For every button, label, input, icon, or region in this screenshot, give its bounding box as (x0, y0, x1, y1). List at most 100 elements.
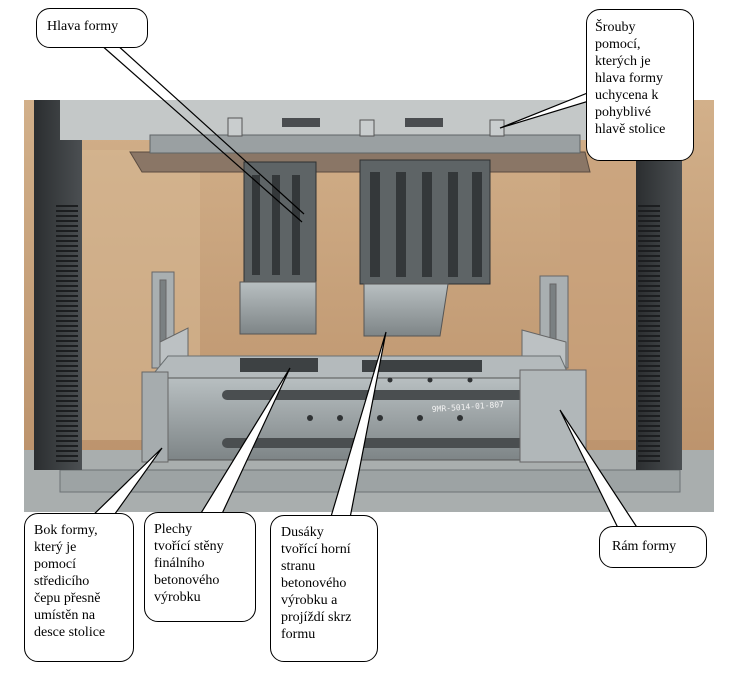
column-rib (56, 305, 78, 307)
column-rib (56, 415, 78, 417)
column-rib (638, 295, 660, 297)
column-rib (638, 445, 660, 447)
column-rib (638, 360, 660, 362)
column-rib (638, 250, 660, 252)
column-rib (56, 260, 78, 262)
column-rib (638, 400, 660, 402)
column-rib (56, 220, 78, 222)
column-rib (56, 370, 78, 372)
mould-holes (307, 377, 473, 421)
column-rib (638, 450, 660, 452)
column-rib (638, 275, 660, 277)
column-rib (638, 285, 660, 287)
column-rib (56, 440, 78, 442)
column-rib (56, 205, 78, 207)
column-rib (638, 265, 660, 267)
column-rib (56, 375, 78, 377)
column-rib (638, 355, 660, 357)
mould-top-face (148, 355, 571, 379)
column-rib (638, 230, 660, 232)
left-rammer (239, 281, 317, 335)
column-rib (56, 400, 78, 402)
column-rib (56, 335, 78, 337)
column-rib (638, 315, 660, 317)
column-rib (56, 280, 78, 282)
column-rib (638, 220, 660, 222)
column-rib (56, 225, 78, 227)
column-rib (56, 365, 78, 367)
column-rib (638, 350, 660, 352)
beam-slot-2 (405, 118, 443, 127)
column-rib (638, 330, 660, 332)
column-rib (638, 260, 660, 262)
column-rib (638, 370, 660, 372)
column-rib (638, 365, 660, 367)
column-rib (56, 310, 78, 312)
callout-bok-formy: Bok formy, který je pomocí středicího če… (24, 513, 134, 662)
column-rib (56, 390, 78, 392)
beam-slot-1 (282, 118, 320, 127)
mould-cavity-right (362, 360, 482, 372)
column-rib (638, 440, 660, 442)
column-rib (638, 425, 660, 427)
column-rib (638, 300, 660, 302)
mould-frame-right (519, 369, 587, 463)
column-rib (638, 420, 660, 422)
column-rib (56, 425, 78, 427)
left-head-ribs (252, 175, 300, 275)
column-rib (56, 270, 78, 272)
mould-cavity-left (240, 358, 318, 372)
column-rib (638, 340, 660, 342)
column-rib (56, 350, 78, 352)
column-rib (638, 205, 660, 207)
column-rib (638, 210, 660, 212)
callout-hlava-formy: Hlava formy (36, 8, 148, 48)
column-rib (638, 215, 660, 217)
column-rib (638, 305, 660, 307)
callout-plechy: Plechy tvořící stěny finálního betonovéh… (144, 512, 256, 622)
column-rib (638, 410, 660, 412)
column-rib (638, 405, 660, 407)
column-rib (638, 395, 660, 397)
column-rib (56, 320, 78, 322)
column-rib (56, 230, 78, 232)
column-rib (638, 380, 660, 382)
column-rib (638, 375, 660, 377)
callout-dusaky: Dusáky tvořící horní stranu betonového v… (270, 515, 378, 662)
column-rib (56, 380, 78, 382)
column-rib (56, 395, 78, 397)
column-rib (56, 245, 78, 247)
column-rib (638, 455, 660, 457)
column-rib (56, 405, 78, 407)
column-rib (638, 390, 660, 392)
column-rib (638, 310, 660, 312)
column-rib (56, 385, 78, 387)
column-rib (638, 235, 660, 237)
mould-slot-upper (222, 390, 532, 400)
column-rib (56, 410, 78, 412)
column-rib (56, 445, 78, 447)
column-rib (56, 275, 78, 277)
column-rib (638, 320, 660, 322)
left-column-ribs (56, 205, 78, 462)
column-rib (638, 225, 660, 227)
column-rib (56, 420, 78, 422)
column-rib (638, 255, 660, 257)
column-rib (638, 415, 660, 417)
column-rib (56, 255, 78, 257)
column-rib (56, 345, 78, 347)
column-rib (56, 240, 78, 242)
column-rib (56, 285, 78, 287)
column-rib (56, 325, 78, 327)
callout-srouby: Šrouby pomocí, kterých je hlava formy uc… (586, 9, 694, 161)
column-rib (56, 330, 78, 332)
column-rib (638, 325, 660, 327)
right-rammer (363, 283, 449, 337)
column-rib (638, 335, 660, 337)
column-rib (56, 360, 78, 362)
column-rib (56, 450, 78, 452)
mounting-bolts (227, 117, 505, 137)
column-rib (638, 240, 660, 242)
column-rib (638, 290, 660, 292)
column-rib (56, 295, 78, 297)
